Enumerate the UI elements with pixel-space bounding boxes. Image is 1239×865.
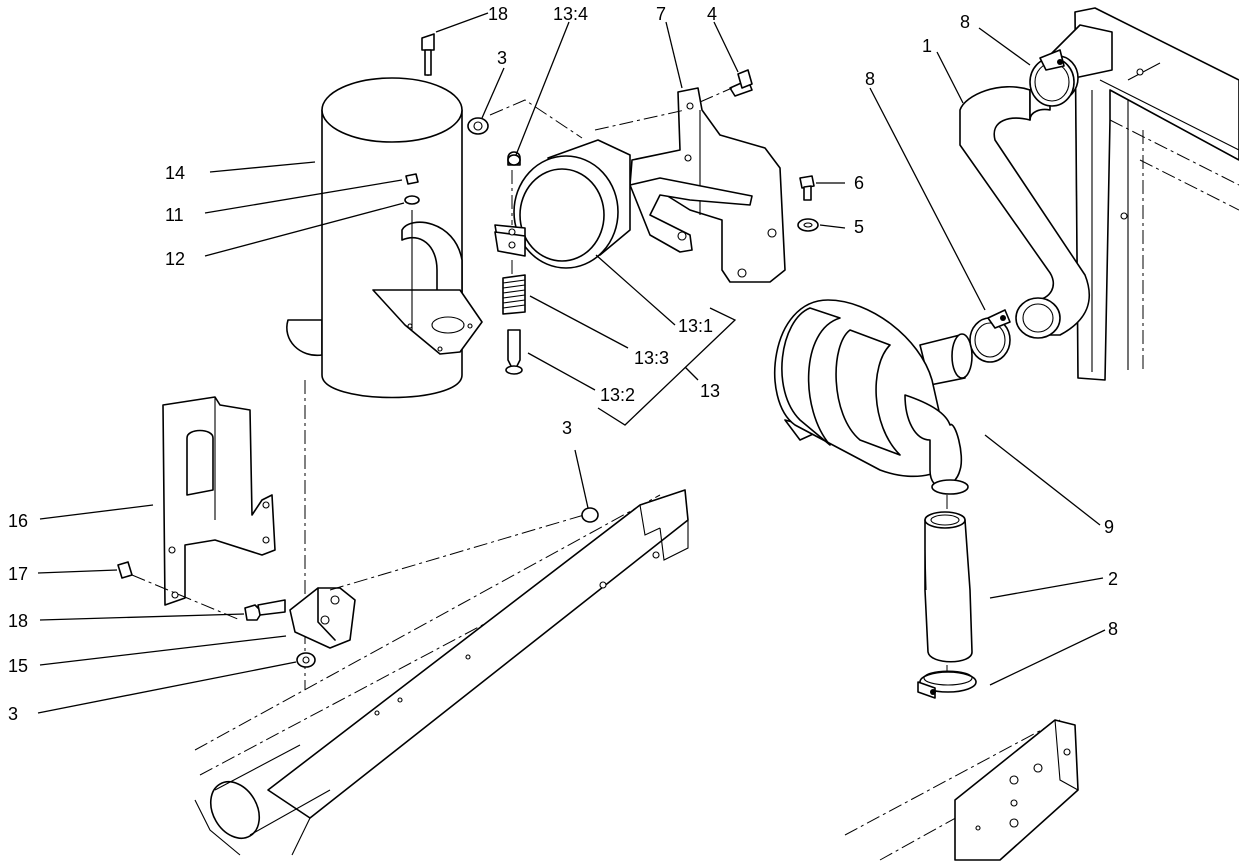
- upper-hose-1: [959, 86, 1090, 339]
- washer-12: [404, 195, 420, 205]
- callout-6: 6: [854, 173, 864, 193]
- callout-13-4: 13:4: [553, 4, 588, 24]
- nut-3-mid: [581, 507, 599, 523]
- nut-13-4: [507, 154, 521, 166]
- callout-4: 4: [707, 4, 717, 24]
- heat-shield-16: [162, 396, 276, 606]
- callout-13: 13: [700, 381, 720, 401]
- nut-3-top: [467, 117, 489, 135]
- callout-13-2: 13:2: [600, 385, 635, 405]
- clamp-8-mid: [969, 309, 1011, 363]
- callout-13-1: 13:1: [678, 316, 713, 336]
- callout-17: 17: [8, 564, 28, 584]
- callout-2: 2: [1108, 569, 1118, 589]
- callout-18-bottom: 18: [8, 611, 28, 631]
- bolt-17: [117, 561, 241, 621]
- callout-12: 12: [165, 249, 185, 269]
- callout-3-top: 3: [497, 48, 507, 68]
- callout-3-bottom: 3: [8, 704, 18, 724]
- callout-labels: 18 13:4 7 4 8 1 3 8 14 6 11 5 12 13:1 13…: [8, 4, 1118, 724]
- nut-11: [405, 173, 419, 185]
- bolt-4: [699, 69, 753, 103]
- callout-8-mid: 8: [865, 69, 875, 89]
- air-cleaner-9: [773, 299, 973, 495]
- lower-frame-rail: [194, 489, 689, 856]
- callout-14: 14: [165, 163, 185, 183]
- callout-3-mid: 3: [562, 418, 572, 438]
- nut-3-bottom: [296, 652, 316, 668]
- callout-13-3: 13:3: [634, 348, 669, 368]
- callout-18-top: 18: [488, 4, 508, 24]
- washer-5: [797, 218, 819, 232]
- callout-7: 7: [656, 4, 666, 24]
- canister-14: [286, 55, 483, 690]
- callout-5: 5: [854, 217, 864, 237]
- callout-9: 9: [1104, 517, 1114, 537]
- bolt-6: [799, 175, 815, 201]
- band-clamp-13-1: [494, 139, 631, 290]
- callout-15: 15: [8, 656, 28, 676]
- clamp-8-bottom: [917, 670, 977, 699]
- lower-hose-2: [924, 495, 973, 680]
- right-frame-rail: [844, 719, 1079, 861]
- clamp-8-top: [1029, 49, 1075, 107]
- bolt-18-bottom: [244, 599, 286, 621]
- pin-13-2: [505, 329, 523, 375]
- callout-11: 11: [165, 205, 184, 225]
- callout-8-bottom: 8: [1108, 619, 1118, 639]
- callout-16: 16: [8, 511, 28, 531]
- spring-13-3: [502, 274, 526, 315]
- mounting-bracket-15: [289, 514, 585, 649]
- callout-1: 1: [922, 36, 932, 56]
- bolt-18-top: [421, 33, 435, 76]
- callout-8-top: 8: [960, 12, 970, 32]
- leader-lines: [37, 12, 1106, 714]
